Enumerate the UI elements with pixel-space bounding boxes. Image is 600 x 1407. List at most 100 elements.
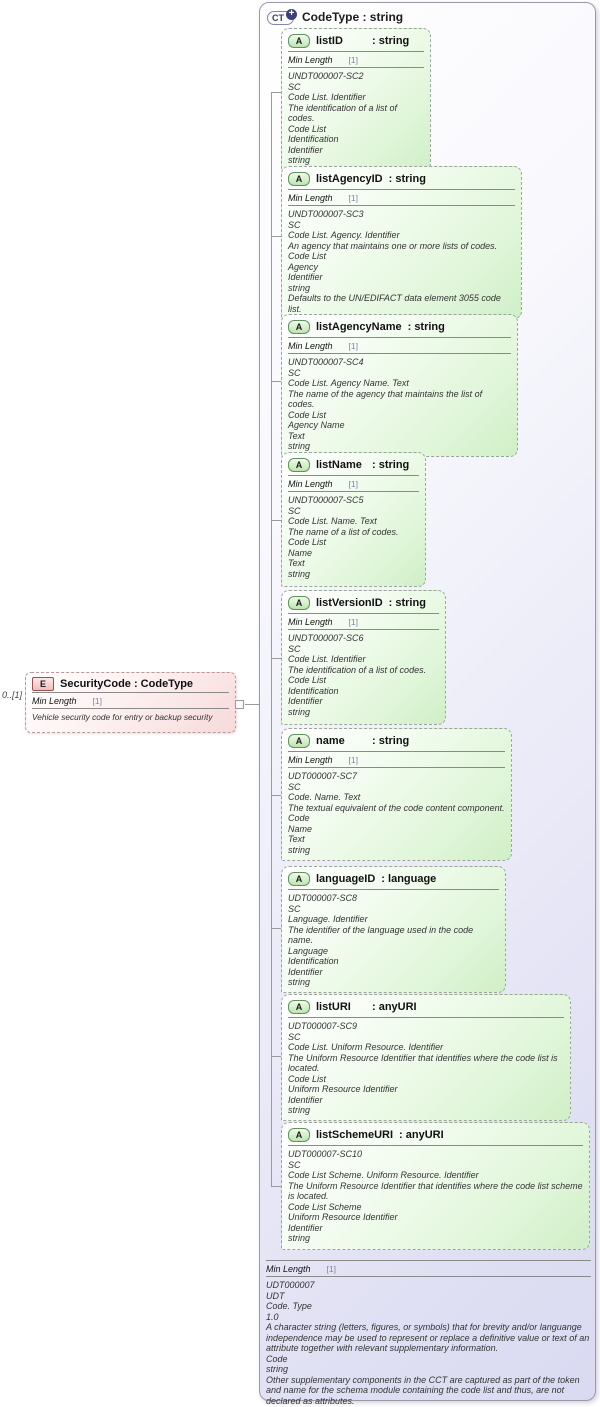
attribute-type: : string [407, 321, 445, 333]
divider [288, 1017, 564, 1018]
complex-type-name: CodeType : string [302, 10, 404, 24]
attribute-annotations: UDT000007-SC8 SC Language. Identifier Th… [288, 893, 474, 987]
divider [288, 629, 439, 630]
attribute-box-listSchemeURI[interactable]: A listSchemeURI : anyURI UDT000007-SC10 … [281, 1122, 590, 1250]
divider [288, 337, 511, 338]
attribute-type: : string [372, 35, 410, 47]
divider [288, 67, 424, 68]
attribute-connector-line [271, 657, 281, 659]
attribute-name: listAgencyName [316, 321, 402, 333]
attribute-title-row: A listName : string [288, 457, 419, 473]
element-cardinality: 0..[1] [2, 690, 23, 700]
attribute-annotations: UDT000007-SC7 SC Code. Name. Text The te… [288, 771, 505, 855]
facet-cardinality: [1] [348, 341, 358, 351]
plus-icon[interactable]: + [286, 9, 297, 20]
attribute-connector-line [271, 1056, 281, 1057]
attribute-box-listURI[interactable]: A listURI : anyURI UDT000007-SC9 SC Code… [281, 994, 571, 1121]
complex-type-box-CodeType[interactable]: CT + CodeType : string A listID : string… [259, 2, 596, 1406]
divider [288, 889, 499, 890]
attribute-icon: A [288, 34, 310, 48]
attribute-annotations: UDT000007-SC10 SC Code List Scheme. Unif… [288, 1149, 583, 1243]
attribute-title-row: A listVersionID : string [288, 595, 439, 611]
attribute-icon: A [288, 596, 310, 610]
divider [288, 353, 511, 354]
attribute-name: listName [316, 459, 362, 471]
attribute-connector-line [271, 519, 281, 521]
element-description: Vehicle security code for entry or backu… [32, 712, 213, 722]
attribute-type: : string [372, 459, 410, 471]
facet-row: Min Length[1] [32, 694, 229, 707]
expand-toggle[interactable] [235, 700, 244, 709]
element-box-SecurityCode[interactable]: E SecurityCode : CodeType Min Length[1] … [25, 672, 236, 733]
divider [288, 475, 419, 476]
attribute-box-listName[interactable]: A listName : string Min Length [1] UNDT00… [281, 452, 426, 587]
divider [32, 708, 229, 709]
attribute-type: : anyURI [399, 1129, 444, 1141]
facet-name: Min Length [266, 1264, 311, 1274]
divider [288, 751, 505, 752]
facet-name: Min Length [288, 341, 333, 351]
attribute-icon: A [288, 320, 310, 334]
divider [266, 1276, 591, 1277]
facet-cardinality: [1] [326, 1264, 336, 1274]
connector-line [271, 93, 272, 1186]
attribute-title-row: A languageID : language [288, 871, 499, 887]
attribute-connector-line [271, 1186, 281, 1187]
attribute-annotations: UNDT000007-SC5 SC Code List. Name. Text … [288, 495, 399, 579]
attribute-name: listAgencyID [316, 173, 383, 185]
attribute-icon: A [288, 1000, 310, 1014]
attribute-box-listAgencyID[interactable]: A listAgencyID : string Min Length[1] UN… [281, 166, 522, 319]
facet-row: Min Length [1] [288, 53, 424, 66]
attribute-box-listID[interactable]: A listID : string Min Length [1] UNDT0000… [281, 28, 431, 171]
facet-name: Min Length [288, 55, 333, 65]
attribute-type: : string [388, 173, 426, 185]
divider [288, 189, 515, 190]
attribute-name: listID [316, 35, 343, 47]
attribute-connector-line [271, 928, 281, 929]
facet-row: Min Length [1] [266, 1262, 591, 1275]
type-annotations: UDT000007 UDT Code. Type 1.0 A character… [266, 1280, 590, 1406]
attribute-type: : anyURI [372, 1001, 417, 1013]
attribute-title-row: A name : string [288, 733, 505, 749]
facet-cardinality: [1] [92, 696, 102, 706]
attribute-name: listURI [316, 1001, 351, 1013]
attribute-title-row: A listURI : anyURI [288, 999, 564, 1015]
divider [288, 205, 515, 206]
element-icon: E [32, 676, 54, 691]
type-documentation: Min Length [1] UDT000007 UDT Code. Type 1… [266, 1259, 591, 1406]
attribute-icon: A [288, 458, 310, 472]
element-name: SecurityCode : CodeType [60, 677, 194, 690]
attribute-icon: A [288, 734, 310, 748]
attribute-box-name[interactable]: A name : string Min Length[1] UDT000007-… [281, 728, 512, 861]
divider [266, 1260, 591, 1261]
divider [288, 613, 439, 614]
attribute-annotations: UDT000007-SC9 SC Code List. Uniform Reso… [288, 1021, 558, 1115]
attribute-type: : string [388, 597, 426, 609]
attribute-annotations: UNDT000007-SC2 SC Code List. Identifier … [288, 71, 398, 165]
facet-cardinality: [1] [348, 479, 358, 489]
attribute-title-row: A listID : string [288, 33, 424, 49]
divider [288, 491, 419, 492]
attribute-annotations: UNDT000007-SC6 SC Code List. Identifier … [288, 633, 427, 717]
attribute-type: : language [381, 873, 437, 885]
facet-row: Min Length [1] [288, 477, 419, 490]
facet-name: Min Length [288, 479, 333, 489]
facet-cardinality: [1] [348, 617, 358, 627]
facet-cardinality: [1] [348, 55, 358, 65]
facet-cardinality: [1] [348, 755, 358, 765]
divider [288, 767, 505, 768]
attribute-box-listAgencyName[interactable]: A listAgencyName : string Min Length[1] … [281, 314, 518, 457]
attribute-connector-line [271, 794, 281, 796]
facet-row: Min Length[1] [288, 191, 515, 204]
attribute-box-listVersionID[interactable]: A listVersionID : string Min Length[1] U… [281, 590, 446, 725]
divider [288, 51, 424, 52]
attribute-title-row: A listAgencyID : string [288, 171, 515, 187]
complex-type-icon: CT + [267, 8, 297, 26]
connector-line [245, 704, 271, 705]
attribute-annotations: UNDT000007-SC3 SC Code List. Agency. Ide… [288, 209, 501, 314]
facet-cardinality: [1] [348, 193, 358, 203]
facet-row: Min Length[1] [288, 753, 505, 766]
element-title-row: E SecurityCode : CodeType [32, 676, 229, 691]
attribute-title-row: A listAgencyName : string [288, 319, 511, 335]
attribute-box-languageID[interactable]: A languageID : language UDT000007-SC8 SC… [281, 866, 506, 993]
